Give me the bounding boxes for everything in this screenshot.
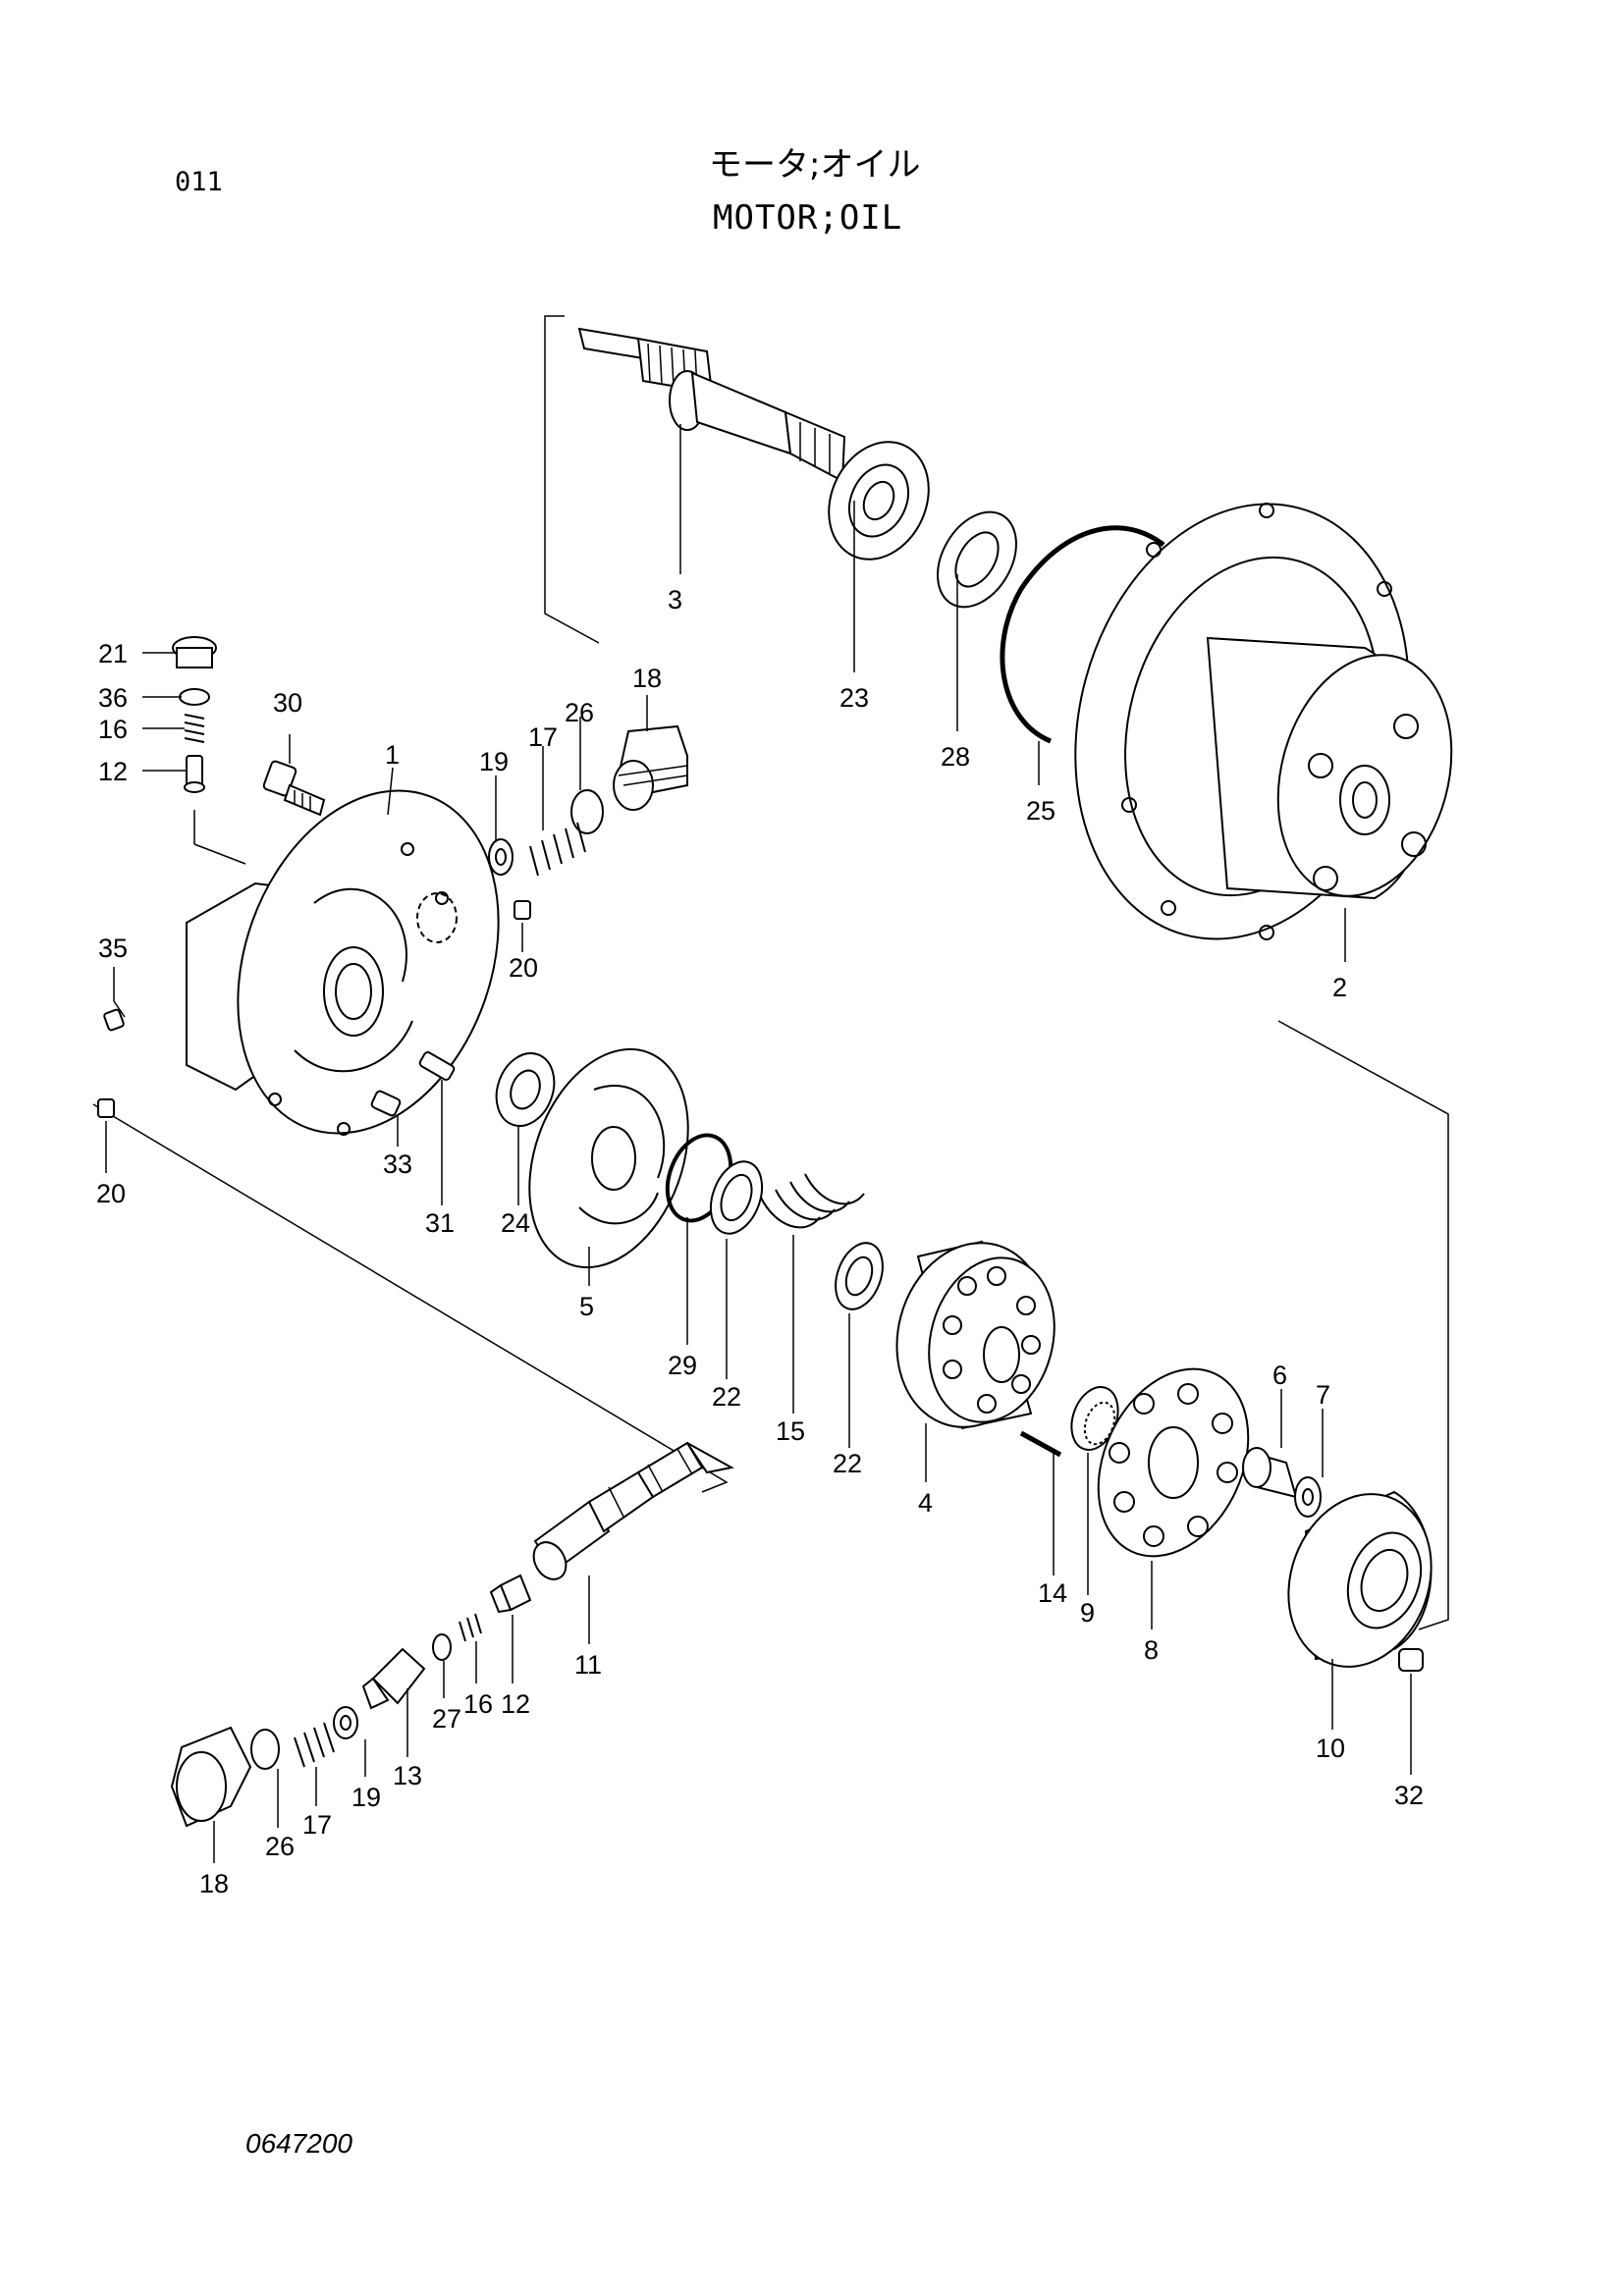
callout-24: 24 [501,1208,530,1238]
callout-20: 20 [509,953,538,983]
callout-33: 33 [383,1149,412,1179]
callout-29: 29 [668,1351,697,1380]
callout-28: 28 [941,742,970,772]
callout-15: 15 [776,1416,805,1446]
callout-21: 21 [98,639,128,668]
callout-22-second: 22 [833,1449,862,1478]
callout-11: 11 [574,1650,602,1680]
callout-8: 8 [1144,1635,1159,1665]
callout-26-lower: 26 [265,1832,295,1861]
cylinder-block-part [895,1240,1055,1430]
callout-7: 7 [1316,1380,1330,1410]
callout-22: 22 [712,1382,741,1412]
callout-20-left: 20 [96,1179,126,1208]
callout-16: 16 [98,715,128,744]
callout-16-lower: 16 [463,1689,493,1719]
callout-4: 4 [918,1488,933,1518]
callout-35: 35 [98,934,128,963]
callout-5: 5 [579,1292,594,1321]
drawing-number: 0647200 [245,2128,353,2159]
page-title-japanese: モータ;オイル [709,145,921,185]
small-pins-part [97,1008,456,1118]
callout-23: 23 [839,683,869,713]
callout-2: 2 [1332,973,1347,1002]
valve-plate-part [528,1047,689,1269]
bolt-part [262,760,326,817]
page-code: 011 [175,167,223,197]
leader-lines [105,424,1412,1863]
callout-12-lower: 12 [501,1689,530,1719]
callout-18: 18 [632,664,662,693]
bearing-24-part [495,1052,556,1127]
page-title-english: MOTOR;OIL [713,198,903,238]
callout-17: 17 [528,722,558,752]
pin-part [1019,1430,1062,1458]
callout-10: 10 [1316,1734,1345,1763]
retainer-plate-part [1097,1367,1250,1558]
shaft-part [577,327,846,483]
o-ring-part [1000,525,1165,744]
callout-31: 31 [425,1208,455,1238]
callout-19: 19 [479,747,509,776]
housing-part [1074,503,1453,940]
callout-32: 32 [1394,1781,1424,1810]
callout-27: 27 [432,1704,461,1734]
rings-spring-part [665,1133,884,1310]
callout-9: 9 [1080,1598,1095,1628]
plug-stack-part [172,636,217,793]
piston-shoe-part [1242,1447,1322,1518]
callout-19-lower: 19 [352,1783,381,1812]
callout-26: 26 [565,698,594,727]
callout-1: 1 [385,740,400,770]
callout-14: 14 [1038,1578,1067,1608]
callout-30: 30 [273,688,302,718]
callout-12: 12 [98,757,128,786]
callout-6: 6 [1272,1361,1287,1390]
callout-labels: 3 23 28 25 2 21 36 16 12 30 1 19 17 26 1… [96,585,1424,1898]
upper-relief-parts [488,724,688,920]
callout-36: 36 [98,683,128,713]
group-bracket-lines [92,315,1449,1630]
callout-18-lower: 18 [199,1869,229,1898]
lower-relief-parts [170,1574,532,1828]
pin-32-part [1398,1648,1424,1672]
swash-plate-part [1287,1490,1433,1668]
callout-13: 13 [393,1761,422,1790]
callout-3: 3 [668,585,682,614]
valve-spool-part [532,1441,734,1580]
callout-17-lower: 17 [302,1810,332,1840]
cover-body-part [186,789,500,1136]
callout-25: 25 [1026,796,1055,826]
